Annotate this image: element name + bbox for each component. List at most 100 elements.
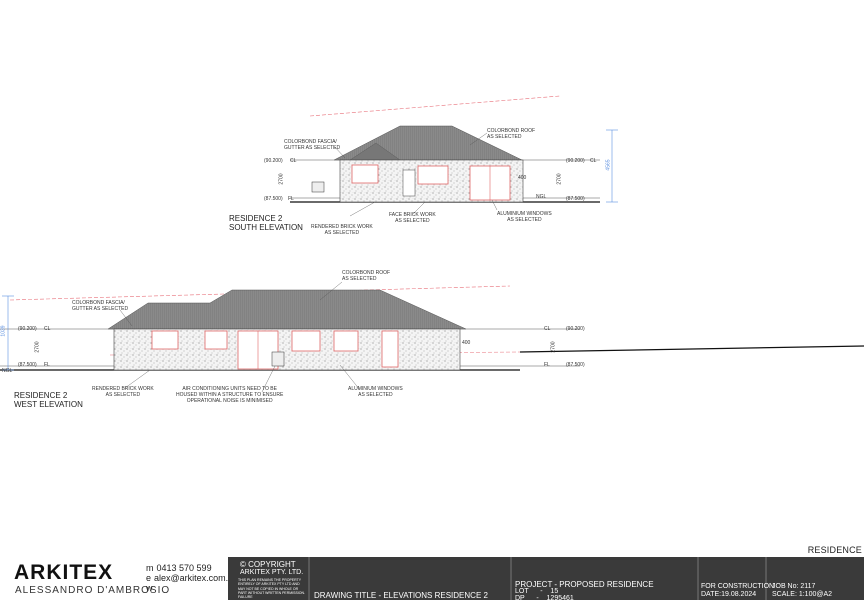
- label-line: COLORBOND FASCIA/: [284, 139, 337, 145]
- south-sign-panel: [402, 169, 416, 197]
- label-line: AS SELECTED: [324, 230, 360, 236]
- scale-label: SCALE: 1:100@A2: [772, 591, 833, 598]
- south-window: [351, 164, 379, 184]
- west-windows-label: ALUMINIUM WINDOWS AS SELECTED: [348, 386, 403, 398]
- label-line: GUTTER AS SELECTED: [284, 145, 341, 151]
- south-400-label: 400: [518, 175, 527, 181]
- dp-row: DP - 1295461: [515, 595, 574, 602]
- ground-line-east: [519, 345, 864, 353]
- title-block-dark-panel: [228, 557, 864, 600]
- south-level-floor: (87.500): [264, 196, 283, 202]
- west-window: [151, 330, 179, 350]
- west-window: [333, 330, 359, 352]
- copyright-company: ARKITEX PTY. LTD.: [240, 569, 304, 576]
- label-line: OPERATIONAL NOISE IS MINIMISED: [186, 398, 273, 404]
- south-2700-label-right: 2700: [556, 173, 563, 185]
- label-line: COLORBOND FASCIA/: [72, 300, 125, 306]
- west-rendered-label: RENDERED BRICK WORK AS SELECTED: [92, 386, 154, 398]
- contact-mobile: m 0413 570 599: [146, 563, 238, 573]
- west-cl-label: CL: [44, 326, 51, 332]
- label-line: RENDERED BRICK WORK: [92, 386, 154, 392]
- date-label: DATE:19.08.2024: [701, 591, 757, 598]
- label-line: ALUMINIUM WINDOWS: [497, 211, 552, 217]
- south-facebrick-label: FACE BRICK WORK AS SELECTED: [389, 212, 436, 224]
- lot-sep: -: [540, 588, 543, 595]
- status-label: FOR CONSTRUCTION: [701, 583, 775, 590]
- residence-tag: RESIDENCE: [807, 545, 862, 555]
- contact-key: m: [146, 563, 154, 573]
- label-line: AS SELECTED: [487, 134, 522, 140]
- label-line: AS SELECTED: [395, 218, 430, 224]
- west-level-ceiling: (90.200): [18, 326, 37, 332]
- label-line: AIR CONDITIONING UNITS NEED TO BE: [182, 386, 277, 392]
- west-window: [291, 330, 321, 352]
- south-fl-label: FL: [288, 196, 294, 202]
- label-line: RENDERED BRICK WORK: [311, 224, 373, 230]
- west-level-ceiling-right: (90.200): [566, 326, 585, 332]
- contact-value: alex@arkitex.com.au: [154, 573, 239, 583]
- south-cl-label-left: CL: [290, 158, 297, 164]
- label-line: FACE BRICK WORK: [389, 212, 436, 218]
- elevations-drawing: [0, 95, 864, 393]
- west-fl-label: FL: [44, 362, 50, 368]
- lot-key: LOT: [515, 588, 529, 595]
- contact-key: e: [146, 573, 152, 583]
- height-plane-line: [309, 95, 561, 117]
- west-elevation: [0, 281, 864, 393]
- west-level-floor-right: (87.500): [566, 362, 585, 368]
- label-line: COLORBOND ROOF: [487, 128, 536, 134]
- title-line: SOUTH ELEVATION: [229, 223, 303, 232]
- south-height-label: 4565: [605, 159, 612, 171]
- south-elevation-title: RESIDENCE 2 SOUTH ELEVATION: [229, 214, 303, 232]
- title-line: RESIDENCE 2: [229, 214, 283, 223]
- lot-row: LOT - 15: [515, 588, 558, 595]
- brand-logo: ARKITEX: [14, 561, 114, 584]
- west-cl-label-right: CL: [544, 326, 551, 332]
- drawing-title: DRAWING TITLE - ELEVATIONS RESIDENCE 2: [314, 591, 488, 600]
- lot-number: 15: [550, 588, 559, 595]
- south-ngl-label: NGL: [536, 194, 547, 200]
- west-window: [381, 330, 399, 368]
- title-line: RESIDENCE 2: [14, 391, 68, 400]
- south-fascia-label: COLORBOND FASCIA/ GUTTER AS SELECTED: [284, 139, 340, 151]
- height-plane-line: [9, 285, 511, 301]
- contact-value: 0413 570 599: [156, 563, 212, 573]
- west-400-label: 400: [462, 340, 471, 346]
- south-rendered-label: RENDERED BRICK WORK AS SELECTED: [311, 224, 373, 236]
- label-line: AS SELECTED: [507, 217, 542, 223]
- copyright-note: THIS PLAN REMAINS THE PROPERTY ENTIRELY …: [238, 578, 306, 600]
- south-level-floor-right: (87.500): [566, 196, 585, 202]
- brand-person: ALESSANDRO D'AMBROSIO: [15, 585, 171, 596]
- west-fascia-label: COLORBOND FASCIA/ GUTTER AS SELECTED: [72, 300, 128, 312]
- south-roof-label: COLORBOND ROOF AS SELECTED: [487, 128, 535, 140]
- south-elevation: [290, 95, 618, 217]
- west-level-floor: (87.500): [18, 362, 37, 368]
- ac-unit: [311, 181, 325, 193]
- south-level-ceiling-right: (90.200): [566, 158, 585, 164]
- south-2700-label: 2700: [278, 173, 285, 185]
- west-roof: [107, 289, 467, 330]
- west-2700-label: 2700: [34, 341, 41, 353]
- label-line: AS SELECTED: [105, 392, 141, 398]
- west-2700-label-right: 2700: [550, 341, 557, 353]
- label-line: AS SELECTED: [358, 392, 393, 398]
- south-window: [417, 165, 449, 185]
- west-elevation-title: RESIDENCE 2 WEST ELEVATION: [14, 391, 83, 409]
- label-line: ALUMINIUM WINDOWS: [348, 386, 403, 392]
- label-line: AS SELECTED: [342, 276, 377, 282]
- contact-web: w: [146, 583, 238, 593]
- dp-sep: -: [536, 595, 539, 602]
- job-number: JOB No: 2117: [772, 583, 816, 590]
- dp-key: DP: [515, 595, 525, 602]
- south-windows-label: ALUMINIUM WINDOWS AS SELECTED: [497, 211, 552, 223]
- title-block-dividers: [308, 557, 767, 600]
- south-level-ceiling: (90.200): [264, 158, 283, 164]
- project-title: PROJECT - PROPOSED RESIDENCE: [515, 580, 654, 589]
- copyright-title: © COPYRIGHT: [240, 560, 296, 569]
- label-line: COLORBOND ROOF: [342, 270, 391, 276]
- label-line: GUTTER AS SELECTED: [72, 306, 129, 312]
- west-roof-label: COLORBOND ROOF AS SELECTED: [342, 270, 390, 282]
- west-ac-label: AIR CONDITIONING UNITS NEED TO BE HOUSED…: [176, 386, 283, 404]
